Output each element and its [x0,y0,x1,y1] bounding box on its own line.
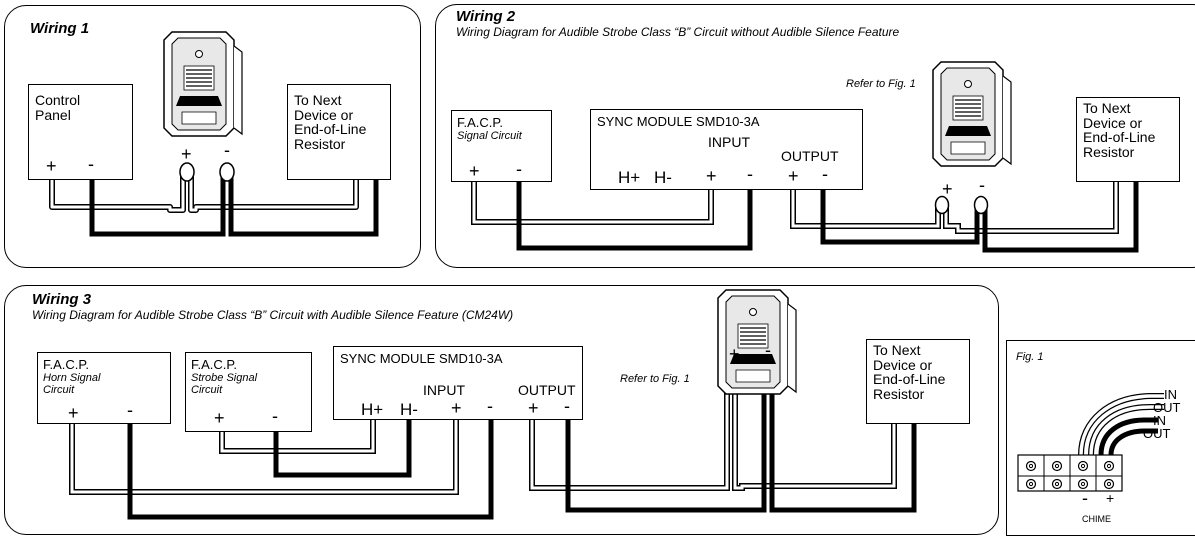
wiring-2-title: Wiring 2 [456,8,516,25]
sync-input-minus-3: - [487,396,493,416]
fig-1-panel [1006,340,1195,536]
facp-signal-title: F.A.C.P. [457,115,504,130]
control-panel-plus: + [46,156,57,176]
wiring-2-subtitle: Wiring Diagram for Audible Strobe Class … [456,25,900,39]
facp-strobe-title: F.A.C.P. [191,357,238,372]
wiring-3-subtitle: Wiring Diagram for Audible Strobe Class … [32,308,514,322]
fig-1-minus: - [1082,488,1088,508]
fig-1-out-1: OUT [1153,400,1181,415]
wiring-3-refer: Refer to Fig. 1 [620,373,690,385]
device-minus-1: - [224,140,230,160]
control-panel-label: Control Panel [35,92,81,123]
facp-horn-plus: + [68,403,79,423]
facp-strobe-sub: Strobe Signal Circuit [191,372,258,396]
device-minus-3: - [765,340,771,360]
sync-input-plus-3: + [451,398,462,418]
sync-output-label-2: OUTPUT [781,148,839,164]
facp-strobe-plus: + [214,408,225,428]
horn-strobe-device-icon [932,61,1012,167]
sync-hminus-3: H- [400,400,418,419]
next-device-label-3: To Next Device or End-of-Line Resistor [873,342,946,403]
facp-signal-minus: - [516,159,522,179]
sync-output-plus-2: + [788,166,799,186]
control-panel-box: Control Panel + - [28,84,133,180]
sync-hplus-2: H+ [618,168,641,187]
wiring-3-title: Wiring 3 [32,291,92,308]
facp-signal-sub: Signal Circuit [457,130,522,142]
horn-strobe-device-icon [163,31,243,137]
device-plus-2: + [942,179,953,199]
device-plus-1: + [181,144,192,164]
sync-output-minus-2: - [822,164,828,184]
wiring-2-refer: Refer to Fig. 1 [846,78,916,90]
sync-output-minus-3: - [564,396,570,416]
next-device-box-3: To Next Device or End-of-Line Resistor [866,339,970,424]
wiring-1-wires [49,162,379,237]
facp-strobe-minus: - [272,406,278,426]
facp-signal-box: F.A.C.P. Signal Circuit + - [451,110,552,182]
sync-input-minus-2: - [747,164,753,184]
facp-horn-sub: Horn Signal Circuit [43,372,101,396]
facp-horn-minus: - [127,400,133,420]
control-panel-minus: - [88,154,94,174]
wiring-3-wires [69,362,917,520]
next-device-label-1: To Next Device or End-of-Line Resistor [294,92,367,153]
facp-strobe-box: F.A.C.P. Strobe Signal Circuit + - [185,352,312,432]
fig-1-plus: + [1106,490,1115,506]
fig-1-chime: CHIME [1082,514,1111,524]
sync-module-title-3: SYNC MODULE SMD10-3A [340,351,503,366]
facp-signal-plus: + [469,161,480,181]
sync-input-label-3: INPUT [423,382,465,398]
sync-output-label-3: OUTPUT [518,382,576,398]
fig-1-in-1: IN [1164,387,1177,402]
fig-1-in-2: IN [1153,413,1166,428]
wiring-1-title: Wiring 1 [30,20,90,37]
fig-1-title: Fig. 1 [1016,351,1044,363]
fig-1-terminal-block [1017,393,1164,492]
sync-input-label-2: INPUT [708,134,750,150]
sync-module-box-2: SYNC MODULE SMD10-3A INPUT OUTPUT H+ H- … [590,109,863,190]
facp-horn-box: F.A.C.P. Horn Signal Circuit + - [37,352,171,424]
fig-1-out-2: OUT [1143,426,1171,441]
wiring-1-panel [4,5,421,268]
sync-input-plus-2: + [706,166,717,186]
sync-hminus-2: H- [654,168,672,187]
device-plus-3: + [729,344,740,364]
wiring-2-wires [471,149,1139,253]
horn-strobe-device-icon [717,289,797,395]
sync-module-title-2: SYNC MODULE SMD10-3A [597,114,760,129]
sync-module-box-3: SYNC MODULE SMD10-3A INPUT OUTPUT H+ H- … [333,346,583,420]
sync-output-plus-3: + [528,398,539,418]
facp-horn-title: F.A.C.P. [43,357,90,372]
next-device-box-1: To Next Device or End-of-Line Resistor [287,84,391,180]
sync-hplus-3: H+ [361,400,384,419]
wiring-3-panel [4,285,999,535]
next-device-label-2: To Next Device or End-of-Line Resistor [1083,100,1156,161]
wiring-2-panel [435,4,1195,268]
device-minus-2: - [979,175,985,195]
next-device-box-2: To Next Device or End-of-Line Resistor [1076,97,1180,182]
